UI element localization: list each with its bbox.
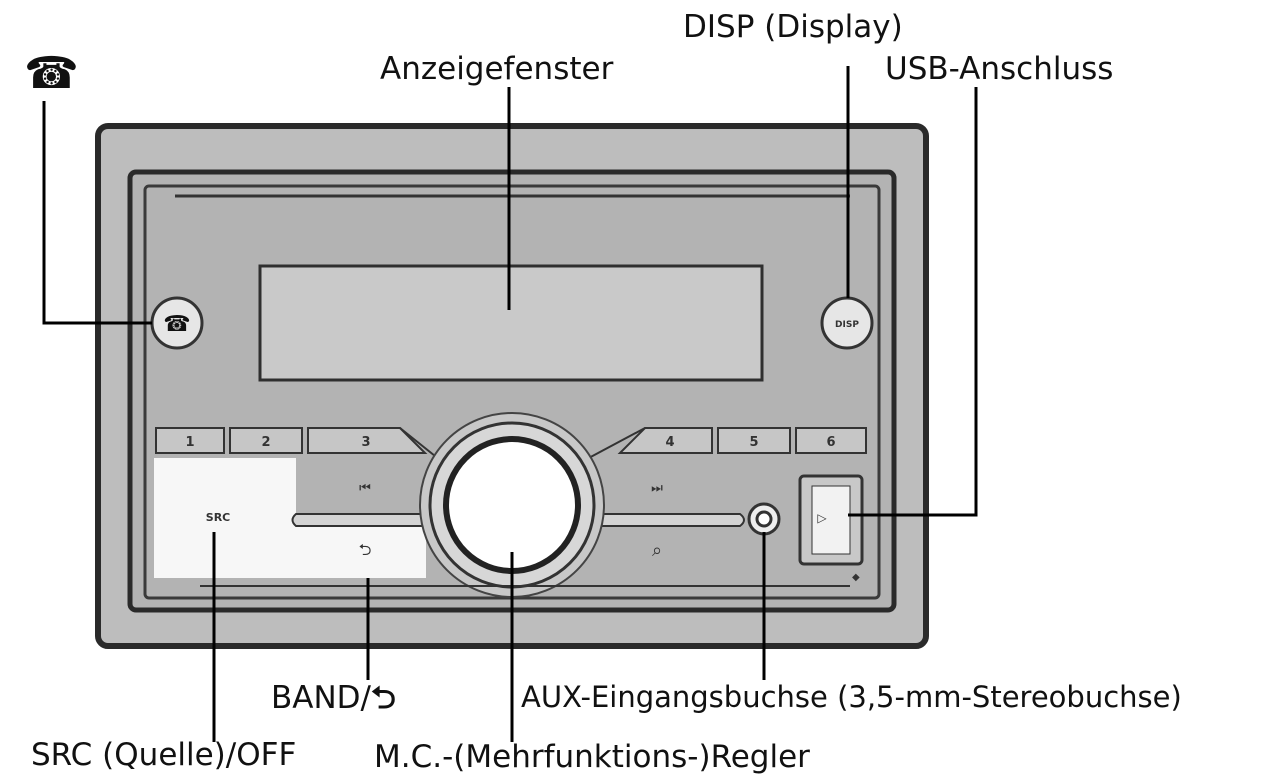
usb-dot-icon: ◆ — [852, 572, 860, 583]
display-window — [258, 264, 764, 382]
disp-button[interactable]: DISP — [820, 296, 874, 350]
preset-4-label[interactable]: 4 — [665, 435, 674, 450]
phone-button[interactable]: ☎ — [150, 296, 204, 350]
prev-button-area[interactable] — [296, 458, 426, 514]
usb-port[interactable]: ▷ — [798, 474, 864, 566]
connector-right — [584, 427, 646, 461]
preset-6-label[interactable]: 6 — [826, 435, 835, 450]
leader-lines — [42, 66, 978, 742]
disp-label: DISP (Display) — [683, 9, 903, 45]
connector-left — [399, 427, 441, 461]
usb-symbol: ▷ — [817, 511, 827, 525]
mc-knob[interactable] — [419, 412, 605, 598]
phone-label-icon: ☎ — [24, 48, 79, 99]
aux-label: AUX-Eingangsbuchse (3,5-mm-Stereobuchse) — [521, 680, 1182, 714]
src-label: SRC (Quelle)/OFF — [31, 737, 297, 773]
mc-label: M.C.-(Mehrfunktions-)Regler — [374, 739, 810, 775]
preset-5-label[interactable]: 5 — [749, 435, 758, 450]
groove-right — [590, 513, 745, 527]
phone-button-icon: ☎ — [163, 312, 190, 337]
leader-usb — [848, 87, 978, 517]
preset-3-label[interactable]: 3 — [361, 435, 370, 450]
groove-left — [291, 513, 434, 527]
back-arrow-icon: ⮌ — [370, 680, 396, 716]
preset-row-right: 4 5 6 — [617, 427, 867, 454]
band-label: BAND/⮌ — [271, 683, 396, 714]
leader-phone — [42, 101, 152, 325]
back-icon: ⮌ — [359, 540, 372, 559]
display-window-label: Anzeigefenster — [380, 51, 614, 87]
search-icon[interactable]: ⌕ — [652, 540, 662, 561]
src-button[interactable] — [154, 458, 296, 578]
src-button-label: SRC — [206, 511, 230, 524]
next-icon[interactable]: ⏭ — [651, 481, 663, 496]
prev-icon: ⏮ — [359, 481, 371, 496]
band-label-text: BAND/ — [271, 680, 371, 716]
preset-2-label[interactable]: 2 — [261, 435, 270, 450]
disp-button-label: DISP — [835, 320, 859, 330]
band-button-area[interactable] — [296, 524, 426, 578]
usb-label: USB-Anschluss — [885, 51, 1114, 87]
preset-row-left: 1 2 3 — [155, 427, 428, 454]
aux-jack[interactable] — [747, 502, 781, 536]
preset-1-label[interactable]: 1 — [185, 435, 194, 450]
